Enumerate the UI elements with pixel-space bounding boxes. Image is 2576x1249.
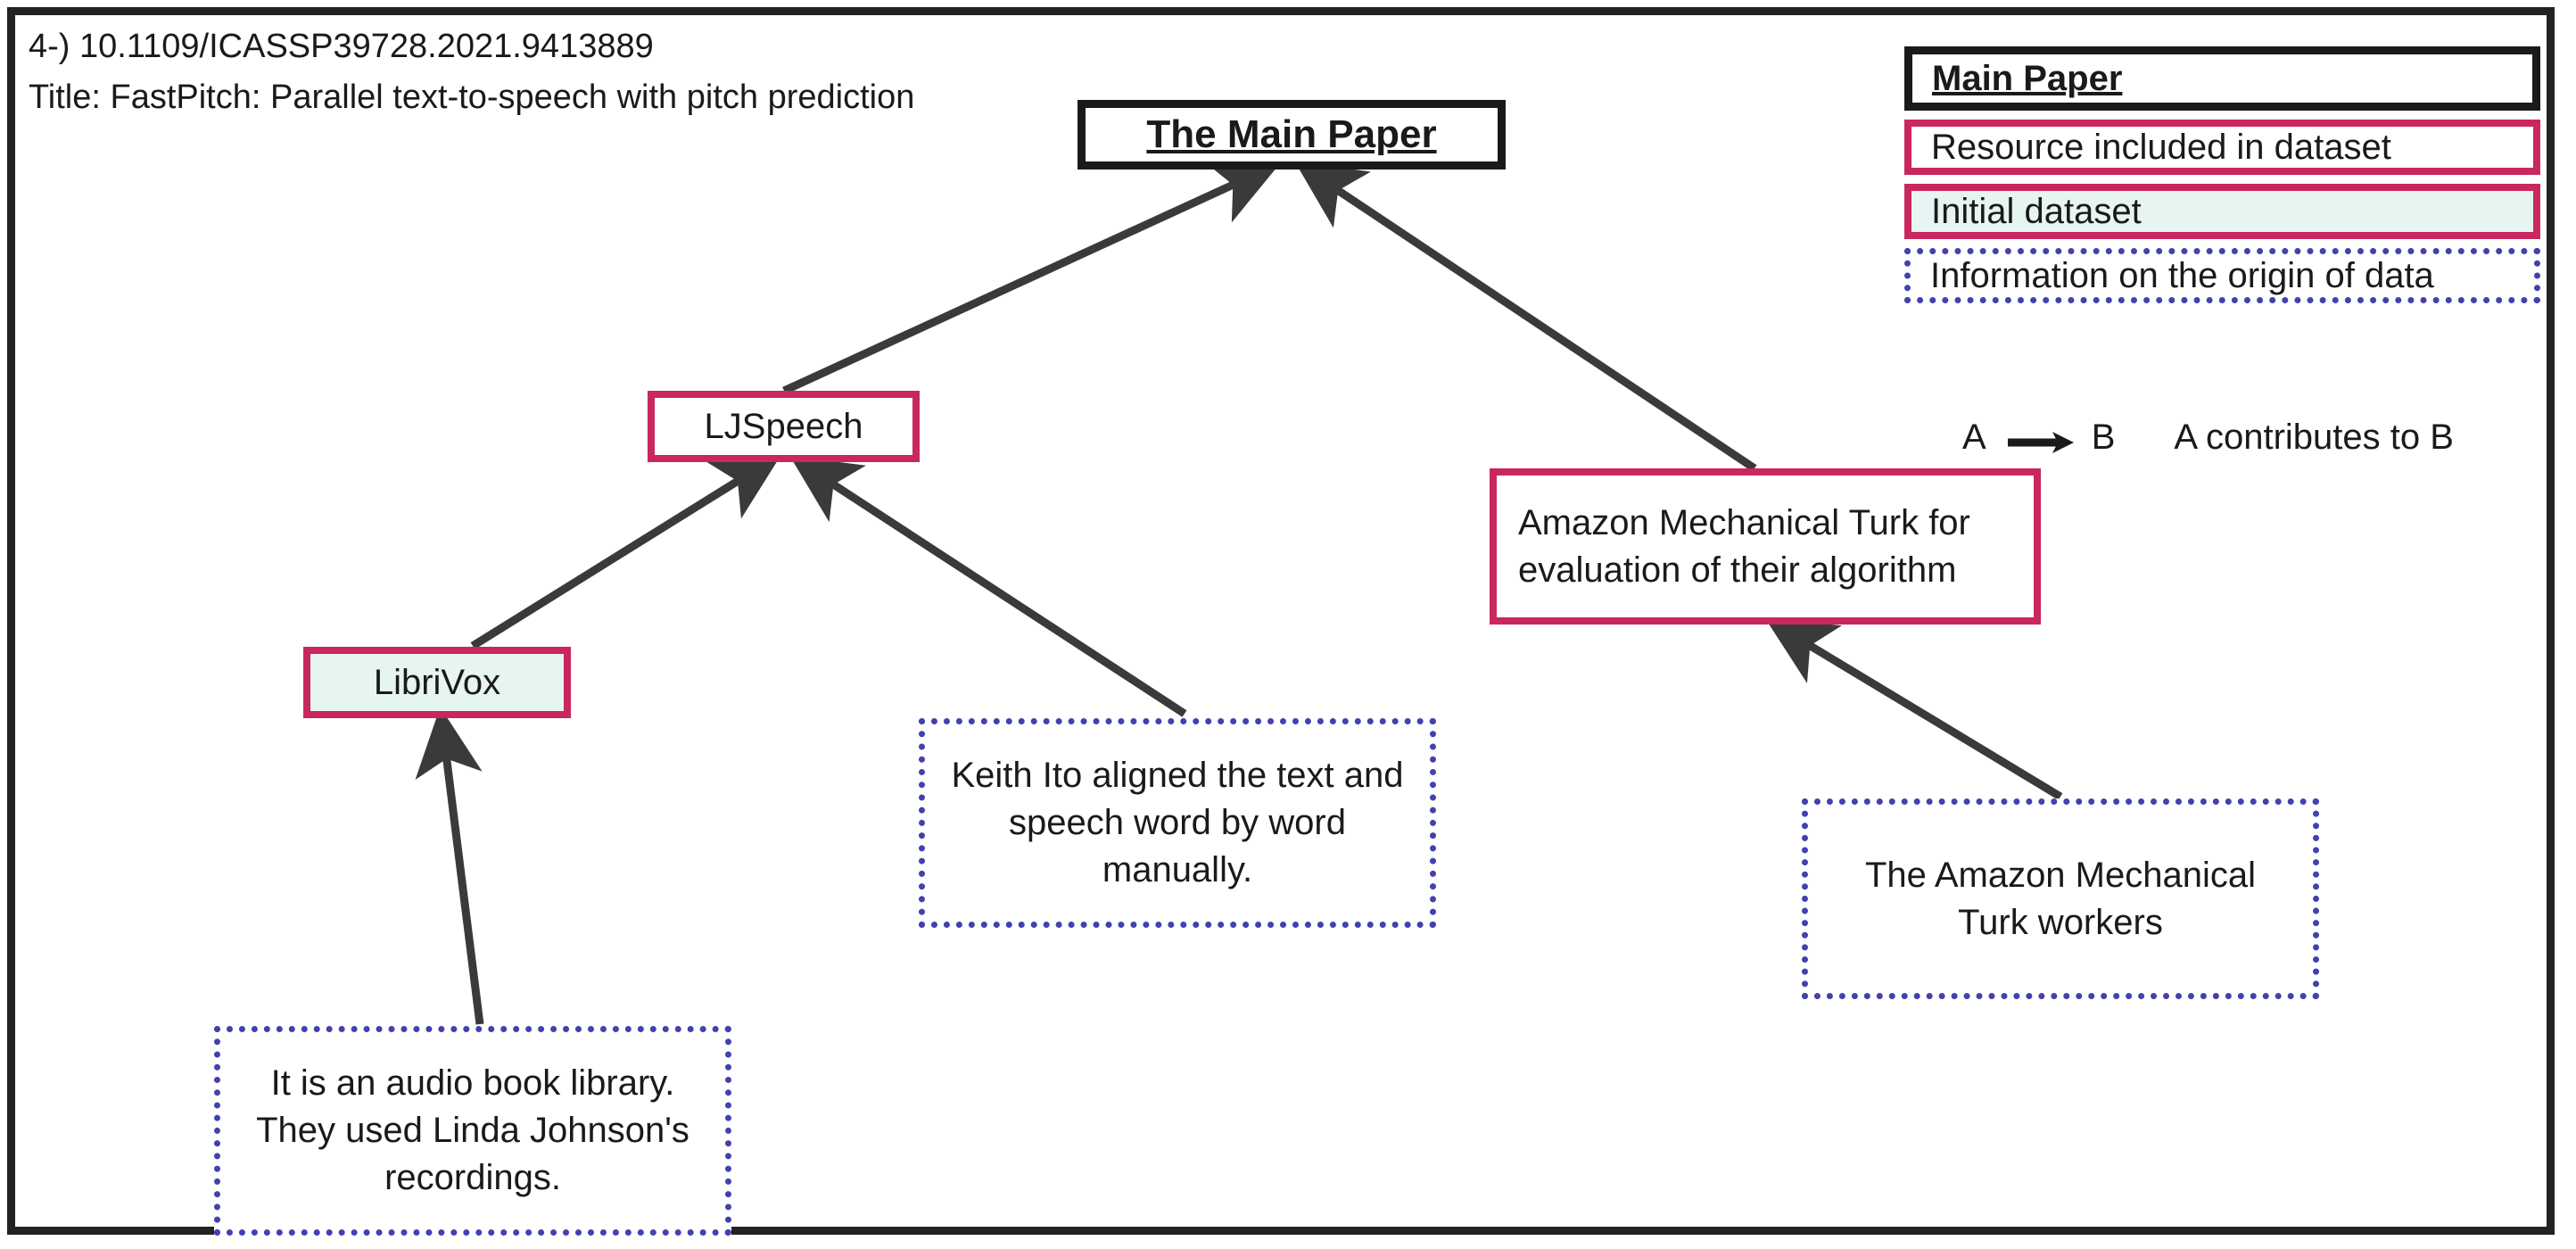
right-arrow-icon <box>2006 425 2076 453</box>
node-librivox-label: LibriVox <box>373 662 501 702</box>
legend-item-information: Information on the origin of data <box>1904 248 2540 303</box>
legend-initial-dataset-label: Initial dataset <box>1931 192 2142 231</box>
node-librivox-note[interactable]: It is an audio book library. They used L… <box>214 1026 731 1236</box>
paper-title: Title: FastPitch: Parallel text-to-speec… <box>29 79 915 116</box>
legend-item-arrow: A B A contributes to B <box>1962 418 2454 458</box>
node-keith-ito-note[interactable]: Keith Ito aligned the text and speech wo… <box>919 718 1436 928</box>
legend-item-resource: Resource included in dataset <box>1904 120 2540 175</box>
node-ljspeech[interactable]: LJSpeech <box>648 391 920 462</box>
node-amt-workers-note[interactable]: The Amazon Mechanical Turk workers <box>1802 798 2319 999</box>
legend-arrow-target-label: B <box>2091 418 2116 457</box>
legend-item-main-paper: Main Paper <box>1904 46 2540 111</box>
legend-item-initial-dataset: Initial dataset <box>1904 184 2540 239</box>
legend-information-label: Information on the origin of data <box>1930 256 2434 295</box>
legend-resource-label: Resource included in dataset <box>1931 128 2391 167</box>
legend: Main Paper Resource included in dataset … <box>1904 46 2540 312</box>
node-the-main-paper-label: The Main Paper <box>1146 112 1437 156</box>
legend-arrow-meaning-label: A contributes to B <box>2174 418 2454 457</box>
legend-main-paper-label: Main Paper <box>1932 59 2123 98</box>
legend-arrow-source-label: A <box>1962 418 1986 457</box>
node-amazon-mechanical-turk-label: Amazon Mechanical Turk for evaluation of… <box>1518 502 1970 590</box>
paper-reference: 4-) 10.1109/ICASSP39728.2021.9413889 <box>29 28 654 65</box>
header-block: 4-) 10.1109/ICASSP39728.2021.9413889 Tit… <box>29 21 1081 123</box>
node-the-main-paper[interactable]: The Main Paper <box>1077 100 1506 170</box>
node-amazon-mechanical-turk[interactable]: Amazon Mechanical Turk for evaluation of… <box>1490 468 2041 624</box>
node-ljspeech-label: LJSpeech <box>704 406 863 446</box>
node-librivox-note-label: It is an audio book library. They used L… <box>256 1063 689 1197</box>
node-keith-ito-note-label: Keith Ito aligned the text and speech wo… <box>951 756 1404 889</box>
node-librivox[interactable]: LibriVox <box>303 647 571 718</box>
node-amt-workers-note-label: The Amazon Mechanical Turk workers <box>1864 855 2256 942</box>
